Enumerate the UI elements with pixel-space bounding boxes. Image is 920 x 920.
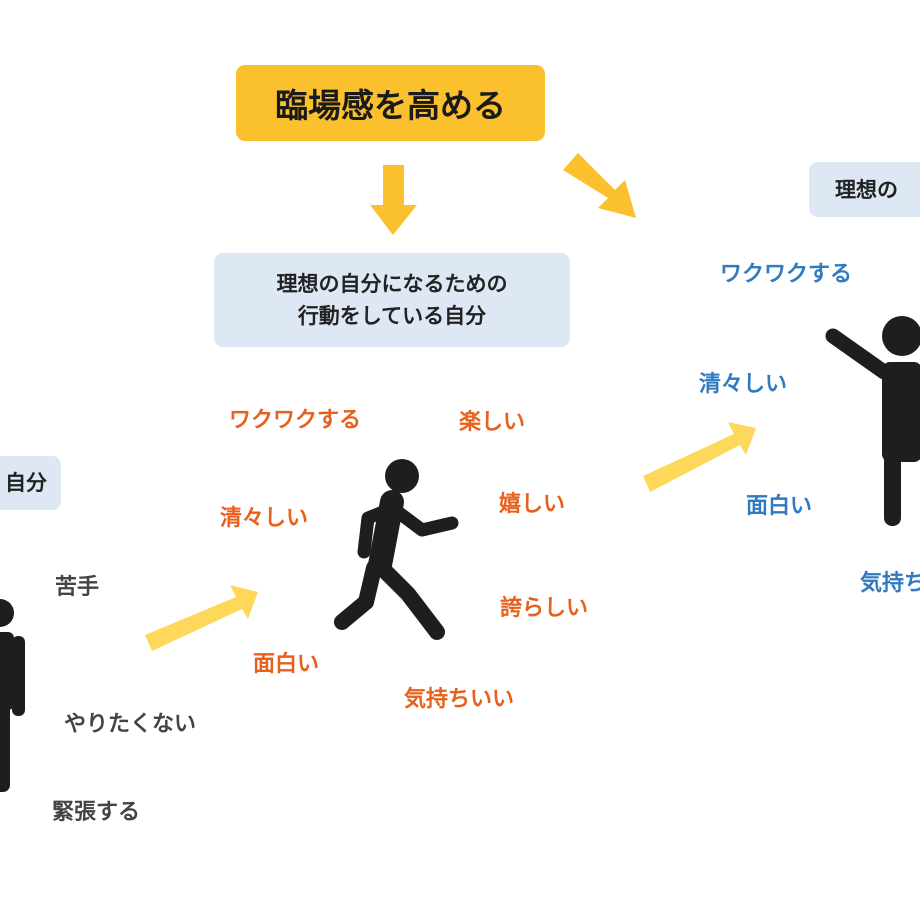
ideal-feeling-wakuwaku: ワクワクする	[720, 262, 853, 287]
left-label-box: 自分	[0, 456, 61, 510]
feeling-hokorashii: 誇らしい	[500, 596, 589, 621]
center-label-line1: 理想の自分になるための	[276, 272, 508, 296]
diagonal-arrow-icon	[563, 153, 636, 218]
heading-title: 臨場感を高める	[275, 86, 506, 125]
right-label-box: 理想の	[809, 162, 920, 217]
down-arrow-icon	[370, 165, 417, 235]
center-label-box: 理想の自分になるための 行動をしている自分	[214, 253, 570, 347]
negative-feeling-nigate: 苦手	[55, 575, 100, 600]
feeling-wakuwaku: ワクワクする	[229, 408, 362, 433]
heading-box: 臨場感を高める	[236, 65, 545, 141]
ideal-feeling-omoshiroi: 面白い	[746, 494, 813, 519]
standing-person-icon	[0, 599, 25, 792]
running-person-icon	[334, 459, 459, 640]
feeling-ureshii: 嬉しい	[499, 492, 566, 517]
negative-feeling-kinchou: 緊張する	[52, 800, 141, 825]
ideal-feeling-sugasugashii: 清々しい	[699, 372, 788, 397]
feeling-tanoshii: 楽しい	[459, 410, 526, 435]
arrow-center-to-right-icon	[643, 422, 756, 492]
left-label: 自分	[5, 471, 47, 495]
feeling-sugasugashii: 清々しい	[220, 506, 309, 531]
feeling-kimochiii: 気持ちいい	[404, 687, 515, 712]
ideal-feeling-kimochi: 気持ち	[860, 571, 920, 596]
center-label-line2: 行動をしている自分	[297, 304, 487, 328]
feeling-omoshiroi: 面白い	[253, 652, 320, 677]
cheering-person-icon	[825, 316, 920, 526]
right-label: 理想の	[835, 177, 898, 202]
arrow-left-to-center-icon	[145, 585, 258, 651]
negative-feeling-yaritakunai: やりたくない	[64, 712, 197, 737]
